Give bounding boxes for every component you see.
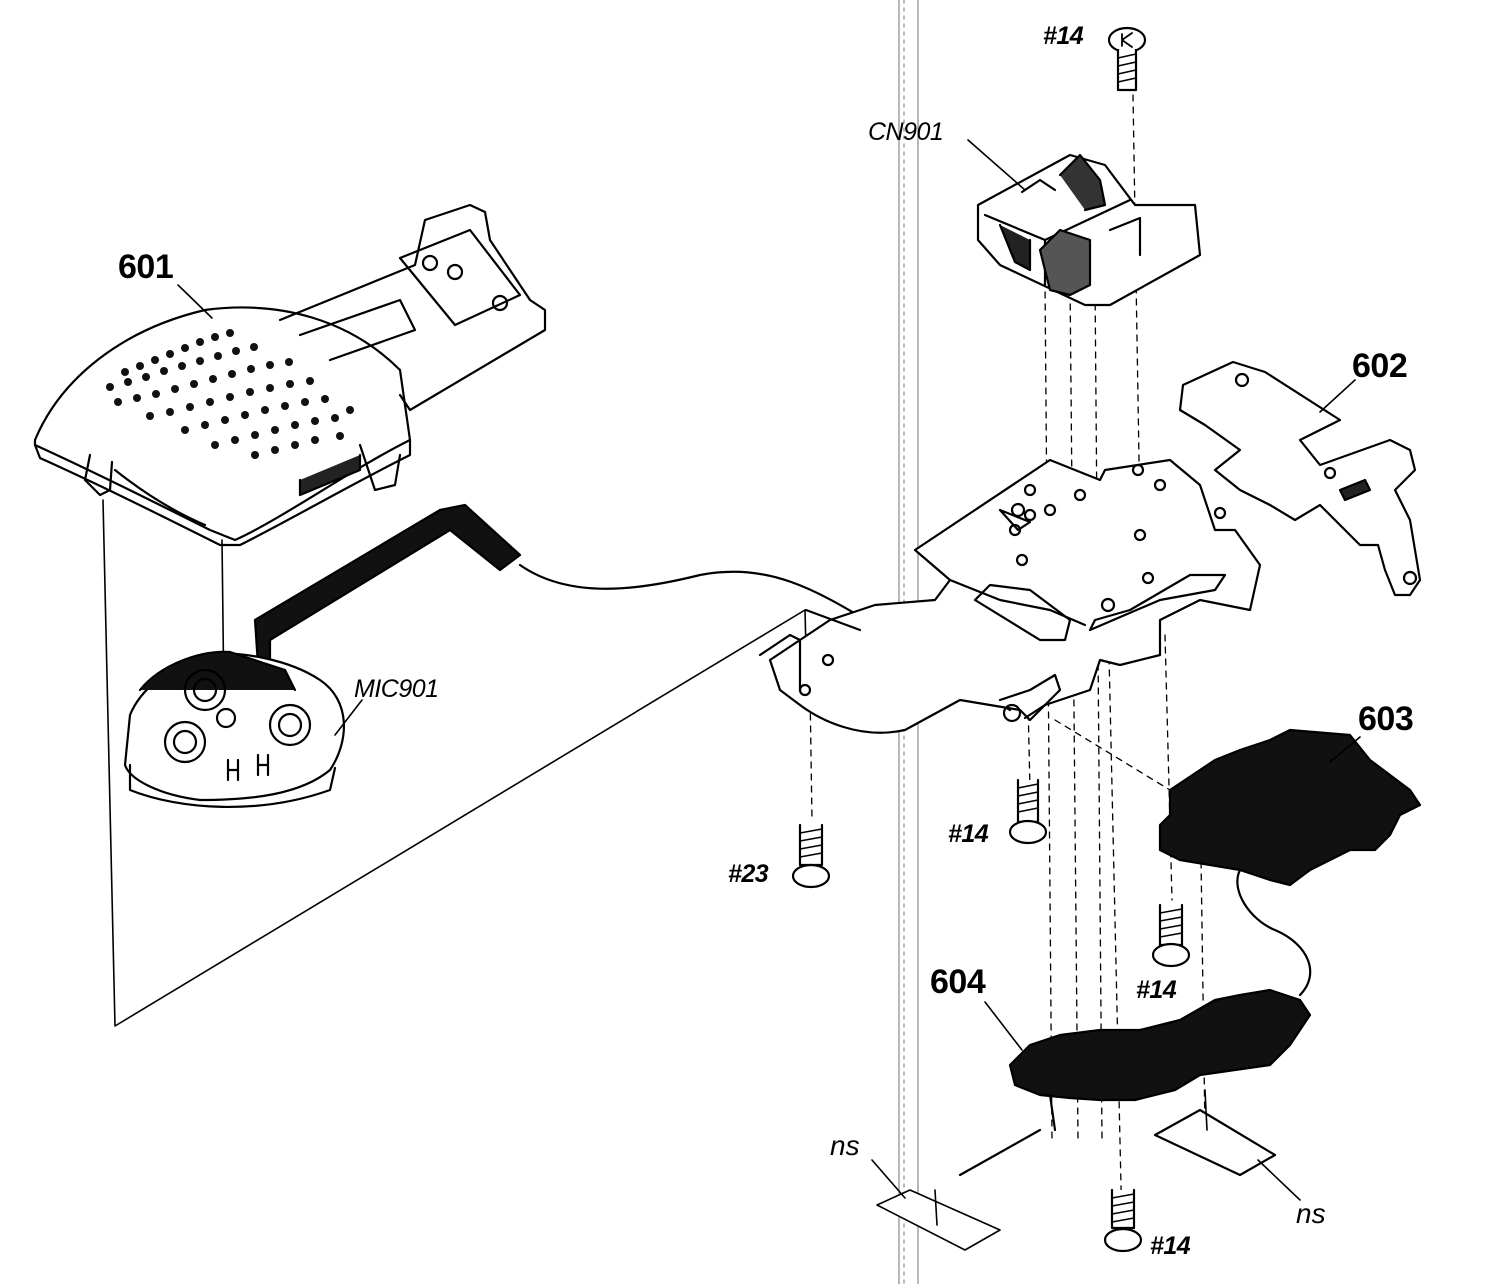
label-cn901: CN901 — [868, 118, 944, 146]
label-mic901: MIC901 — [354, 675, 439, 703]
label-screw-14-top: #14 — [1043, 22, 1084, 50]
label-screw-14-mid: #14 — [948, 820, 989, 848]
label-screw-23: #23 — [728, 860, 769, 888]
screw-14-mid — [1008, 778, 1048, 845]
part-601-mic-cover — [33, 203, 547, 547]
main-chassis-plate — [758, 458, 1262, 734]
label-screw-14-right: #14 — [1136, 976, 1177, 1004]
label-ns-right: ns — [1296, 1198, 1326, 1229]
mic-grille-dots — [106, 329, 354, 459]
part-602-bracket — [1178, 360, 1422, 597]
screw-14-top — [1107, 26, 1147, 92]
cn901-connector — [976, 153, 1202, 307]
label-604: 604 — [930, 963, 986, 1001]
label-602: 602 — [1352, 347, 1408, 385]
mic901-microphone — [123, 650, 346, 809]
screw-14-right — [1151, 903, 1191, 968]
label-ns-left: ns — [830, 1130, 860, 1161]
part-604-flex-board — [958, 988, 1312, 1177]
label-screw-14-bottom: #14 — [1150, 1232, 1191, 1260]
label-601: 601 — [118, 248, 174, 286]
leader-lines — [177, 139, 1361, 1051]
screw-14-bottom — [1103, 1188, 1143, 1253]
screw-23 — [791, 823, 831, 889]
label-603: 603 — [1358, 700, 1414, 738]
part-603-flex-board — [1158, 728, 1422, 997]
ns-pads — [871, 1089, 1301, 1251]
